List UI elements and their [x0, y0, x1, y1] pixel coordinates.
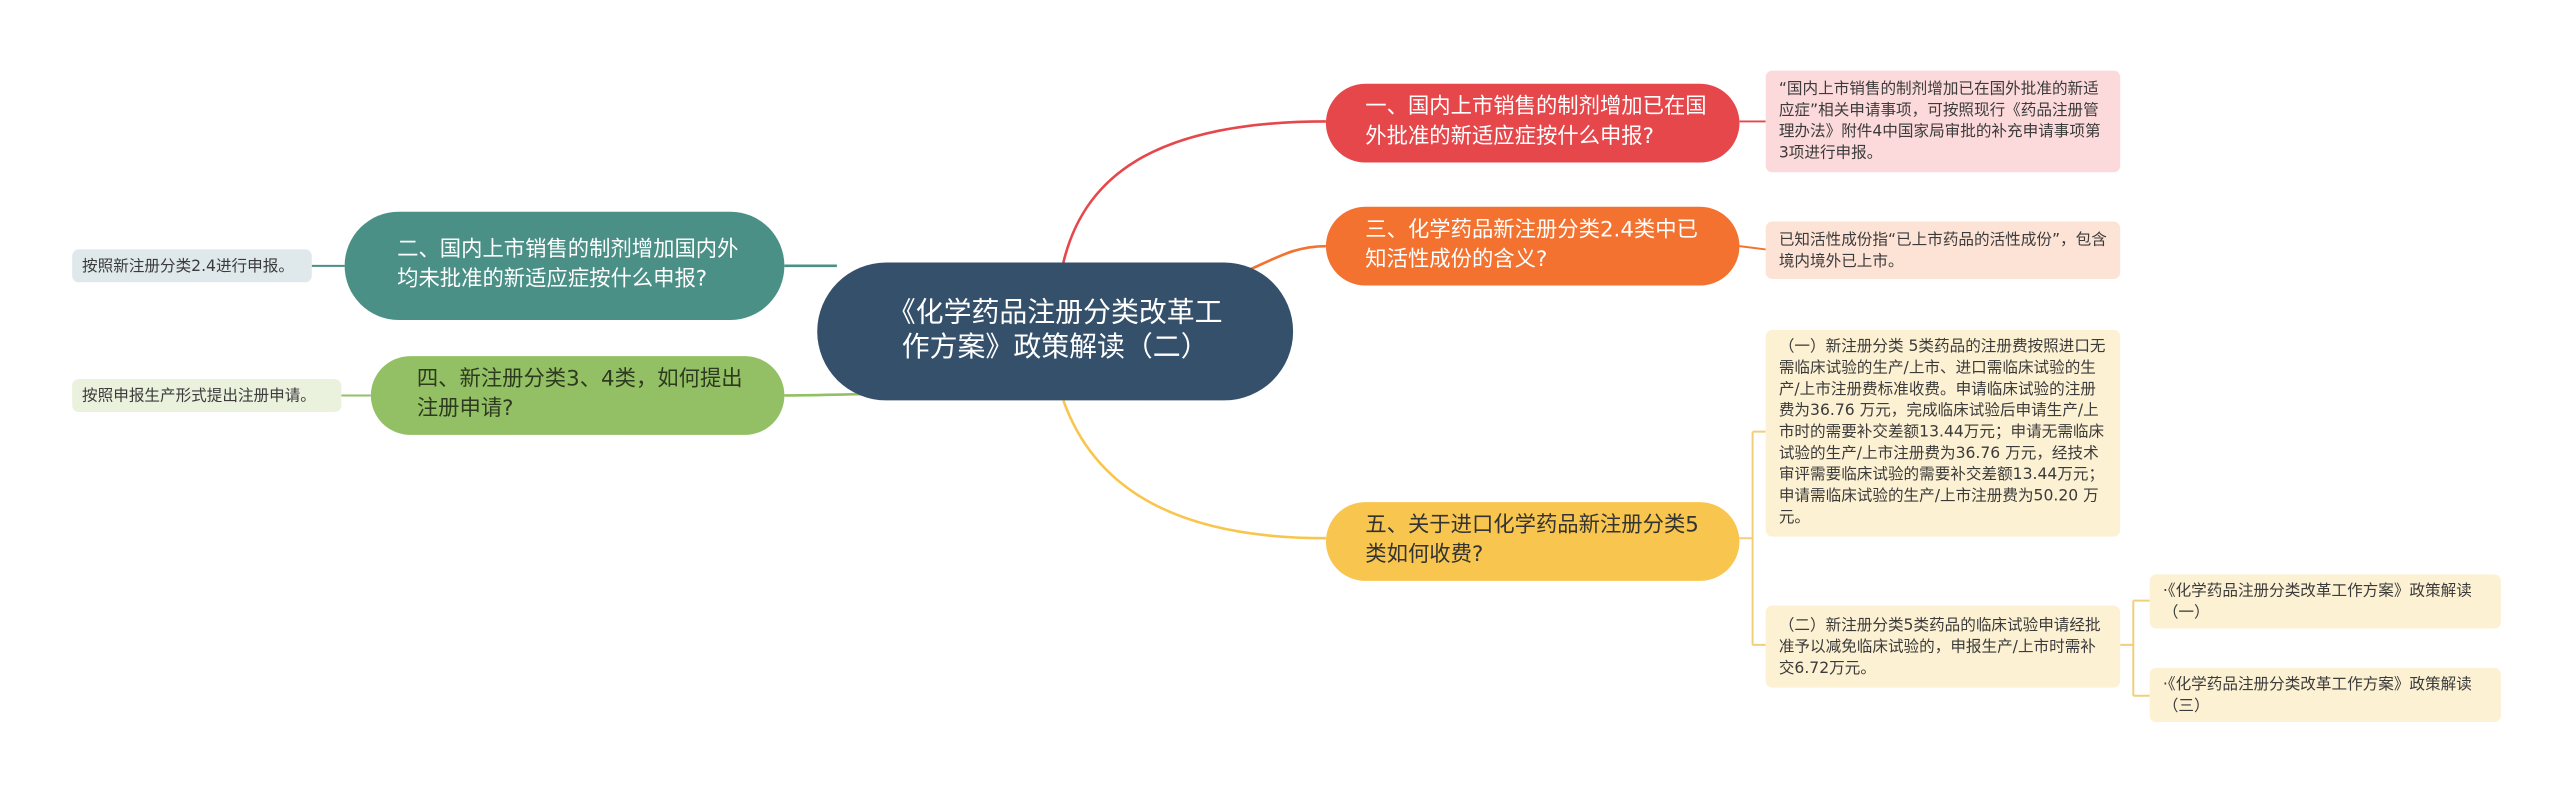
leaf-topic[interactable]: 按照新注册分类2.4进行申报。: [72, 249, 312, 283]
connector-root-branch-1: [1062, 120, 1326, 263]
leaf-topic[interactable]: 按照申报生产形式提出注册申请。: [72, 379, 342, 412]
branch-label: 五、关于进口化学药品新注册分类5类如何收费?: [1365, 513, 1699, 568]
connector-root-branch-5: [1062, 399, 1326, 540]
branch-label: 三、化学药品新注册分类2.4类中已知活性成份的含义?: [1365, 218, 1698, 273]
branch-topic-2[interactable]: 二、国内上市销售的制剂增加国内外均未批准的新适应症按什么申报?: [344, 211, 785, 320]
leaf-text: 按照新注册分类2.4进行申报。: [82, 256, 294, 275]
branch-topic-1[interactable]: 一、国内上市销售的制剂增加已在国外批准的新适应症按什么申报?: [1325, 83, 1740, 163]
related-link-leaf[interactable]: ·《化学药品注册分类改革工作方案》政策解读（三）: [2149, 667, 2501, 723]
leaf-text: 已知活性成份指“已上市药品的活性成份”，包含境内境外已上市。: [1778, 230, 2107, 270]
connector-branch-3-leaf: [1739, 245, 1766, 251]
leaf-text: ·《化学药品注册分类改革工作方案》政策解读（一）: [2162, 581, 2472, 622]
root-topic[interactable]: 《化学药品注册分类改革工作方案》政策解读（二）: [817, 262, 1294, 401]
leaf-text: “国内上市销售的制剂增加已在国外批准的新适应症”相关申请事项，可按照现行《药品注…: [1778, 80, 2101, 163]
branch-topic-4[interactable]: 四、新注册分类3、4类，如何提出注册申请?: [370, 356, 785, 435]
root-title: 《化学药品注册分类改革工作方案》政策解读（二）: [887, 297, 1223, 365]
connector-sub-leaves: [2120, 599, 2150, 697]
branch-topic-3[interactable]: 三、化学药品新注册分类2.4类中已知活性成份的含义?: [1325, 206, 1740, 286]
connector-branch-5-leaves: [1739, 430, 1766, 646]
branch-label: 一、国内上市销售的制剂增加已在国外批准的新适应症按什么申报?: [1365, 95, 1707, 150]
leaf-text: （一）新注册分类 5类药品的注册费按照进口无需临床试验的生产/上市、进口需临床试…: [1778, 338, 2106, 527]
related-link-leaf[interactable]: ·《化学药品注册分类改革工作方案》政策解读（一）: [2149, 574, 2501, 629]
branch-topic-5[interactable]: 五、关于进口化学药品新注册分类5类如何收费?: [1325, 502, 1740, 581]
leaf-text: ·《化学药品注册分类改革工作方案》政策解读（三）: [2162, 675, 2472, 715]
branch-label: 二、国内上市销售的制剂增加国内外均未批准的新适应症按什么申报?: [397, 237, 739, 293]
branch-label: 四、新注册分类3、4类，如何提出注册申请?: [416, 367, 743, 422]
leaf-topic[interactable]: “国内上市销售的制剂增加已在国外批准的新适应症”相关申请事项，可按照现行《药品注…: [1765, 70, 2121, 173]
leaf-topic[interactable]: 已知活性成份指“已上市药品的活性成份”，包含境内境外已上市。: [1765, 221, 2121, 279]
connector-root-branch-3: [1246, 244, 1326, 272]
leaf-text: 按照申报生产形式提出注册申请。: [82, 386, 316, 405]
leaf-topic[interactable]: （二）新注册分类5类药品的临床试验申请经批准予以减免临床试验的，申报生产/上市时…: [1765, 605, 2121, 688]
leaf-topic[interactable]: （一）新注册分类 5类药品的注册费按照进口无需临床试验的生产/上市、进口需临床试…: [1765, 329, 2121, 537]
leaf-text: （二）新注册分类5类药品的临床试验申请经批准予以减免临床试验的，申报生产/上市时…: [1778, 616, 2101, 677]
